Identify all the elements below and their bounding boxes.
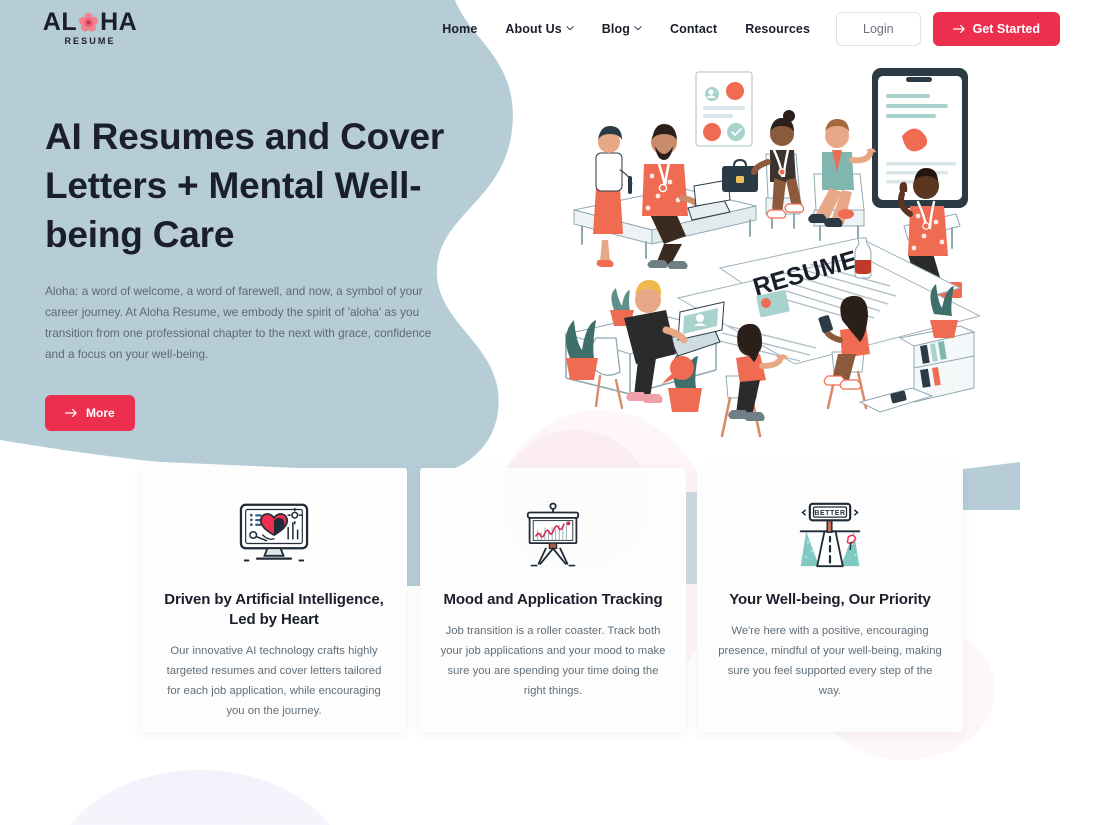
nav-item-about-us-label: About Us — [505, 22, 562, 36]
feature-card-wellbeing[interactable]: BETTER Your Well-being, Our Priority We'… — [697, 468, 963, 732]
arrow-right-icon — [952, 24, 966, 34]
feature-cards: Driven by Artificial Intelligence, Led b… — [0, 468, 1100, 734]
illustration-person-laptop — [642, 124, 731, 269]
feature-card-ai-body: Our innovative AI technology crafts high… — [166, 645, 382, 717]
illustration-desk-left — [564, 280, 725, 412]
illustration-person-standing — [593, 126, 633, 267]
get-started-button[interactable]: Get Started — [932, 12, 1060, 46]
chevron-down-icon — [634, 24, 642, 32]
main-navigation: Home About Us Blog Contact Resources Log… — [428, 12, 1060, 46]
more-button-label: More — [86, 406, 115, 420]
illustration-poster — [695, 71, 753, 147]
illustration-person-stool-center — [720, 323, 788, 438]
illustration-tablet — [872, 68, 968, 208]
hero-paragraph: Aloha: a word of welcome, a word of fare… — [45, 284, 432, 361]
arrow-right-icon — [65, 408, 78, 418]
illustration-bottle — [854, 237, 872, 279]
monitor-heart-analytics-icon — [236, 496, 312, 574]
nav-item-home-label: Home — [442, 22, 478, 36]
nav-item-resources[interactable]: Resources — [731, 14, 824, 44]
logo-text-left: AL — [42, 8, 78, 36]
illustration-briefcase — [722, 158, 758, 192]
hero-illustration: .sk{fill:#c98c6a}.sk2{fill:#7a4a32}.sk3{… — [560, 58, 980, 458]
nav-item-resources-label: Resources — [745, 22, 811, 36]
nav-item-blog[interactable]: Blog — [588, 14, 656, 44]
site-header: AL HA RE — [0, 0, 1100, 56]
feature-card-tracking[interactable]: Mood and Application Tracking Job transi… — [420, 468, 686, 732]
logo[interactable]: AL HA RE — [43, 8, 137, 48]
feature-card-ai[interactable]: Driven by Artificial Intelligence, Led b… — [141, 468, 407, 732]
hibiscus-flower-icon — [78, 12, 99, 33]
nav-item-blog-label: Blog — [601, 22, 630, 36]
chevron-down-icon — [566, 24, 574, 32]
nav-item-contact[interactable]: Contact — [656, 14, 731, 44]
feature-card-tracking-body: Job transition is a roller coaster. Trac… — [440, 625, 666, 697]
nav-item-contact-label: Contact — [669, 22, 718, 36]
login-button[interactable]: Login — [836, 12, 921, 46]
illustration-person-polo — [808, 119, 876, 241]
more-button[interactable]: More — [45, 395, 135, 431]
presentation-chart-board-icon — [517, 496, 589, 574]
logo-subtitle: RESUME — [64, 36, 116, 46]
better-sign-text: BETTER — [814, 510, 845, 517]
hero-section: AI Resumes and Cover Letters + Mental We… — [45, 112, 465, 431]
page-title: AI Resumes and Cover Letters + Mental We… — [45, 116, 445, 255]
nav-item-about-us[interactable]: About Us — [491, 14, 587, 44]
feature-card-tracking-title: Mood and Application Tracking — [443, 591, 663, 608]
better-road-sign-icon: BETTER — [793, 496, 867, 574]
get-started-label: Get Started — [972, 22, 1040, 36]
accent-strip-right — [686, 492, 698, 584]
feature-card-ai-title: Driven by Artificial Intelligence, Led b… — [164, 591, 384, 628]
nav-item-home[interactable]: Home — [428, 14, 491, 44]
feature-card-wellbeing-title: Your Well-being, Our Priority — [729, 591, 931, 608]
illustration-bookshelf — [858, 284, 976, 413]
logo-wordmark: AL HA — [43, 10, 137, 35]
accent-strip-left — [406, 468, 421, 586]
logo-text-right: HA — [100, 8, 138, 36]
illustration-person-center — [751, 110, 805, 229]
feature-card-wellbeing-body: We're here with a positive, encouraging … — [718, 625, 942, 697]
